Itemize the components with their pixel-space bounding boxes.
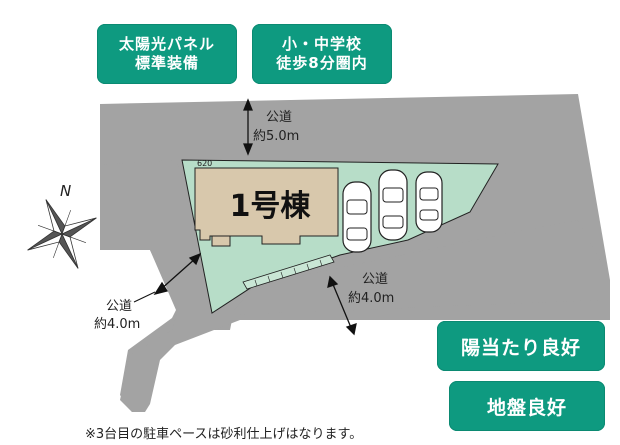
- solar-panel-badge: 太陽光パネル 標準装備: [97, 24, 237, 84]
- compass-north-label: N: [60, 182, 71, 200]
- sunlight-badge: 陽当たり良好: [437, 321, 605, 371]
- compass-rose-icon: [27, 199, 97, 269]
- east-road-arrow: [327, 275, 357, 336]
- car-2: [378, 169, 408, 241]
- building-porch: [211, 235, 231, 247]
- building-footprint: [194, 167, 339, 245]
- north-road-arrow: [243, 98, 253, 156]
- school-badge-line1: 小・中学校: [281, 35, 362, 53]
- building-label: 1号棟: [230, 189, 312, 224]
- parking-footnote: ※3台目の駐車ペースは砂利仕上げはなります。: [85, 427, 363, 442]
- sunlight-badge-text: 陽当たり良好: [460, 336, 581, 359]
- solar-badge-line2: 標準装備: [134, 54, 199, 72]
- gravel-area: [242, 254, 335, 290]
- ground-badge-text: 地盤良好: [486, 396, 567, 419]
- car-3: [415, 171, 443, 233]
- west-road: [100, 160, 240, 412]
- solar-badge-line1: 太陽光パネル: [118, 35, 215, 53]
- school-distance-badge: 小・中学校 徒歩8分圏内: [252, 24, 392, 84]
- east-road-label-1: 公道: [362, 272, 388, 287]
- car-1: [342, 181, 372, 253]
- west-road-label-2: 約4.0m: [94, 317, 140, 332]
- gravel-hatch: [254, 259, 323, 287]
- east-road-label-2: 約4.0m: [348, 291, 394, 306]
- school-badge-line2: 徒歩8分圏内: [276, 54, 368, 72]
- west-road-arrow: [133, 252, 202, 303]
- elevation-mark: 620: [197, 159, 212, 168]
- north-road-label-1: 公道: [266, 110, 292, 125]
- west-road-label-1: 公道: [106, 299, 132, 314]
- north-road-label-2: 約5.0m: [253, 129, 299, 144]
- east-road: [230, 220, 605, 315]
- ground-badge: 地盤良好: [449, 381, 605, 431]
